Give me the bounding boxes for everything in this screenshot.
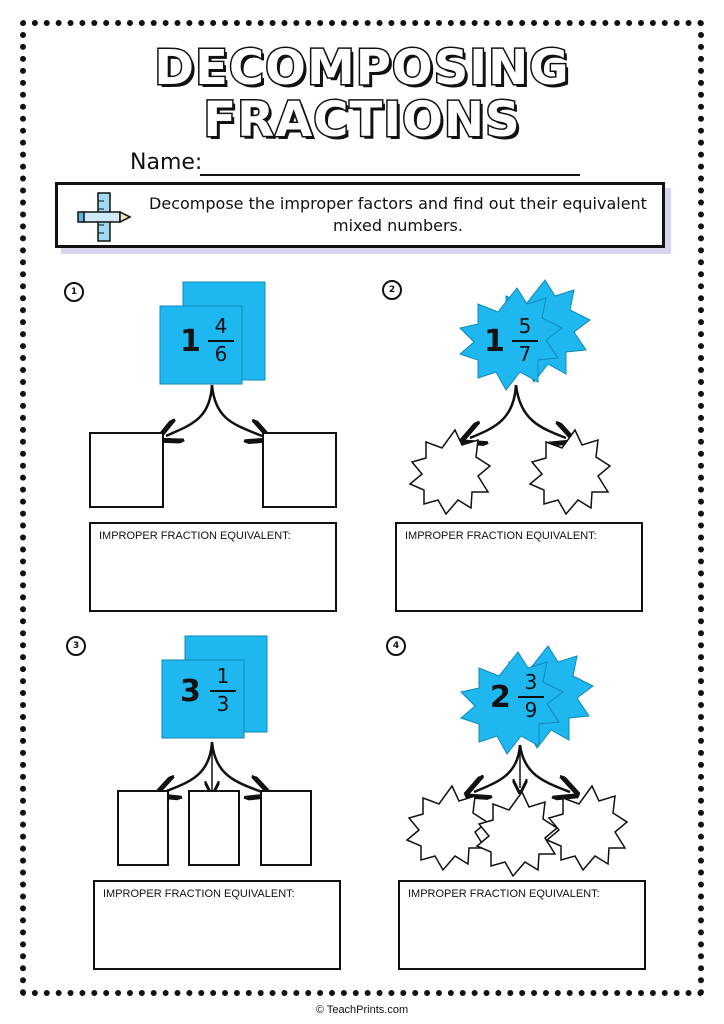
- numerator: 4: [214, 314, 228, 338]
- fraction-shape-3: [161, 635, 268, 739]
- decompose-box-1a[interactable]: [89, 432, 164, 508]
- decompose-box-3c[interactable]: [260, 790, 312, 866]
- answer-label: IMPROPER FRACTION EQUIVALENT:: [405, 530, 597, 542]
- ruler-pencil-icon: [77, 192, 132, 242]
- instruction-box: Decompose the improper factors and find …: [55, 182, 665, 248]
- dotted-page-border: [20, 20, 704, 996]
- denominator: 6: [214, 342, 228, 366]
- decompose-box-3b[interactable]: [188, 790, 240, 866]
- instruction-text: Decompose the improper factors and find …: [149, 194, 647, 235]
- problem-number-3: 3: [66, 636, 86, 656]
- numerator: 5: [518, 314, 532, 338]
- decompose-box-1b[interactable]: [262, 432, 337, 508]
- whole-part: 2: [490, 680, 511, 715]
- answer-box-1[interactable]: IMPROPER FRACTION EQUIVALENT:: [89, 522, 337, 612]
- page-title-line1: DECOMPOSING: [153, 39, 570, 98]
- denominator: 3: [216, 692, 230, 716]
- fraction-bar: [512, 340, 538, 342]
- fraction-shape-1: [159, 281, 266, 385]
- answer-label: IMPROPER FRACTION EQUIVALENT:: [408, 888, 600, 900]
- whole-part: 1: [484, 324, 505, 359]
- denominator: 7: [518, 342, 532, 366]
- problem-number-4: 4: [386, 636, 406, 656]
- footer-copyright: © TeachPrints.com: [315, 1004, 409, 1016]
- problem-number-1: 1: [64, 282, 84, 302]
- answer-box-2[interactable]: IMPROPER FRACTION EQUIVALENT:: [395, 522, 643, 612]
- denominator: 9: [524, 698, 538, 722]
- whole-part: 1: [180, 324, 201, 359]
- numerator: 3: [524, 670, 538, 694]
- problem-number-2: 2: [382, 280, 402, 300]
- fraction-bar: [210, 690, 236, 692]
- answer-label: IMPROPER FRACTION EQUIVALENT:: [99, 530, 291, 542]
- answer-box-4[interactable]: IMPROPER FRACTION EQUIVALENT:: [398, 880, 646, 970]
- name-field[interactable]: [200, 174, 580, 176]
- whole-part: 3: [180, 674, 201, 709]
- fraction-shape-2: [459, 279, 591, 391]
- numerator: 1: [216, 664, 230, 688]
- fraction-bar: [208, 340, 234, 342]
- answer-label: IMPROPER FRACTION EQUIVALENT:: [103, 888, 295, 900]
- decompose-box-3a[interactable]: [117, 790, 169, 866]
- fraction-bar: [518, 696, 544, 698]
- name-label: Name:: [130, 150, 203, 175]
- answer-box-3[interactable]: IMPROPER FRACTION EQUIVALENT:: [93, 880, 341, 970]
- page-title-line2: FRACTIONS: [202, 91, 521, 150]
